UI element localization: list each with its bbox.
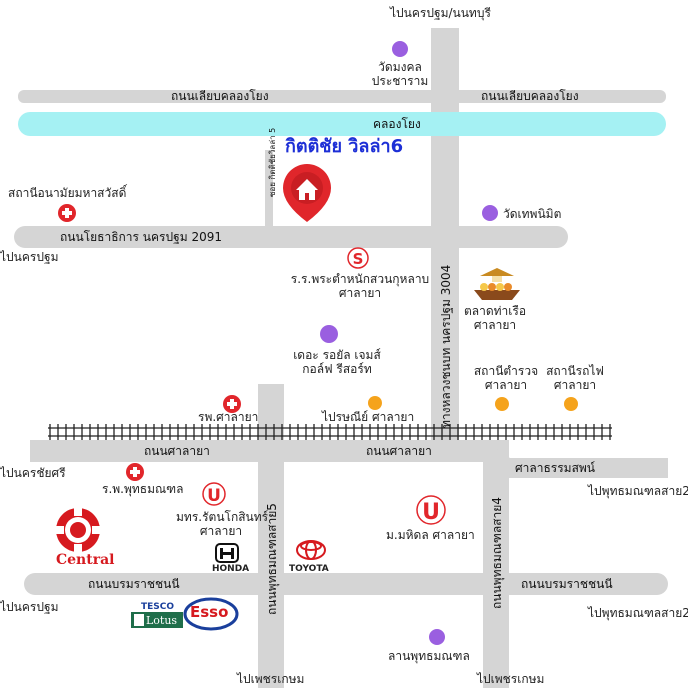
- label-mahidol: ม.มหิดล ศาลายา: [386, 528, 475, 542]
- page-title: กิตติชัย วิลล่า6: [285, 136, 404, 157]
- label-road-liap-right: ถนนเลียบคลองโยง: [481, 89, 579, 103]
- label-wat-mongkol: วัดมงคล ประชาราม: [371, 60, 429, 88]
- label-hospital-phuttha: ร.พ.พุทธมณฑล: [102, 482, 184, 496]
- dir-phetkasem-1: ไปเพชรเกษม: [237, 672, 305, 686]
- train-dot-icon: [564, 397, 578, 411]
- label-salathammasop: ศาลาธรรมสพน์: [515, 461, 596, 475]
- road-2091: [14, 226, 568, 248]
- toyota-logo-icon: [296, 540, 326, 560]
- label-hwy-3004: ทางหลวงชนบท นครปฐม 3004: [439, 264, 453, 428]
- market-boat-icon: [474, 268, 520, 300]
- honda-logo-icon: [215, 543, 239, 563]
- label-salaya-left: ถนนศาลายา: [144, 444, 210, 458]
- tesco-lotus-logo-icon: [131, 600, 183, 628]
- railway-ties: [49, 424, 611, 440]
- logo-toyota-text: TOYOTA: [289, 564, 329, 574]
- logo-esso-text: Esso: [190, 603, 229, 621]
- central-logo-icon: [54, 506, 102, 554]
- label-soi-villa: ซอย กิตติชัยวิลล่า 5: [268, 127, 277, 197]
- label-road-2091: ถนนโยธาธิการ นครปฐม 2091: [60, 230, 222, 244]
- rattanakosin-uni-icon: U: [202, 482, 226, 506]
- label-phutthamonthon5: ถนนพุทธมณฑลสาย5: [265, 503, 279, 615]
- label-rattanakosin: มทร.รัตนโกสินทร์ ศาลายา: [176, 510, 269, 538]
- label-market: ตลาดท่าเรือ ศาลายา: [463, 304, 527, 332]
- label-road-liap-left: ถนนเลียบคลองโยง: [171, 89, 269, 103]
- road-salaya-curve: [486, 440, 668, 478]
- house-pin-icon[interactable]: [283, 164, 331, 222]
- label-salaya-right: ถนนศาลายา: [366, 444, 432, 458]
- label-police: สถานีตำรวจ ศาลายา: [473, 364, 539, 392]
- hospital-salaya-red-cross-icon: [223, 395, 241, 413]
- uni-mark-2: U: [422, 500, 440, 525]
- label-train: สถานีรถไฟ ศาลายา: [546, 364, 604, 392]
- dir-phetkasem-2: ไปเพชรเกษม: [477, 672, 545, 686]
- label-health-station: สถานีอนามัยมหาสวัสดิ์: [8, 186, 127, 200]
- logo-honda-text: HONDA: [212, 564, 250, 574]
- post-dot-icon: [368, 396, 382, 410]
- label-boromma-right: ถนนบรมราชชนนี: [521, 577, 613, 591]
- dir-phutthamonthon2-a: ไปพุทธมณฑลสาย2: [588, 484, 688, 498]
- road-phutthamonthon4: [483, 440, 509, 688]
- police-dot-icon: [495, 397, 509, 411]
- label-post: ไปรษณีย์ ศาลายา: [322, 410, 415, 424]
- lan-phuttha-dot-icon: [429, 629, 445, 645]
- hospital-phuttha-red-cross-icon: [126, 463, 144, 481]
- road-salaya: [30, 440, 506, 462]
- dir-nakhonpathom-nonthaburi: ไปนครปฐม/นนทบุรี: [390, 6, 491, 20]
- school-s-icon: S: [347, 247, 369, 269]
- mahidol-uni-icon: U: [416, 495, 446, 525]
- health-station-red-cross-icon: [58, 204, 76, 222]
- road-borommaratchachonnani: [24, 573, 668, 595]
- logo-central-text: Central: [56, 552, 115, 568]
- uni-mark-1: U: [207, 486, 221, 506]
- dir-nakhonchaisri: ไปนครชัยศรี: [0, 466, 66, 480]
- temple-thepnimit-icon: [482, 205, 498, 221]
- dir-nakhonpathom-2: ไปนครปฐม: [0, 600, 59, 614]
- label-boromma-left: ถนนบรมราชชนนี: [88, 577, 180, 591]
- school-mark: S: [353, 250, 364, 268]
- label-golf: เดอะ รอยัล เจมส์ กอล์ฟ รีสอร์ท: [293, 348, 381, 376]
- road-phutthamonthon5: [258, 384, 284, 688]
- golf-dot-icon: [320, 325, 338, 343]
- dir-nakhonpathom-1: ไปนครปฐม: [0, 250, 59, 264]
- road-soi-villa: [265, 150, 273, 230]
- label-wat-thepnimit: วัดเทพนิมิต: [503, 207, 562, 221]
- temple-mongkol-icon: [392, 41, 408, 57]
- label-lan-phuttha: ลานพุทธมณฑล: [388, 649, 470, 663]
- canal-khlong-yong: [18, 112, 666, 136]
- dir-phutthamonthon2-b: ไปพุทธมณฑลสาย2: [588, 606, 688, 620]
- logo-lotus-text: Lotus: [146, 614, 178, 627]
- label-hospital-salaya: รพ.ศาลายา: [198, 410, 259, 424]
- label-school: ร.ร.พระตำหนักสวนกุหลาบ ศาลายา: [290, 272, 430, 300]
- esso-logo-icon: [183, 597, 239, 631]
- label-canal: คลองโยง: [373, 117, 421, 131]
- road-liap-khlong-yong: [18, 90, 666, 103]
- logo-tesco-text: TESCO: [141, 602, 175, 612]
- label-phutthamonthon4: ถนนพุทธมณฑลสาย4: [490, 497, 504, 609]
